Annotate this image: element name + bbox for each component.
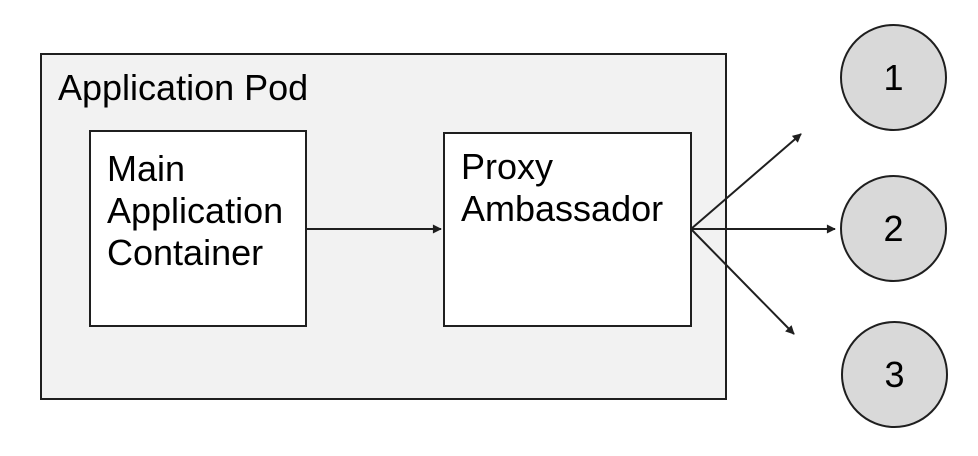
- node-main-application-container-label: Main Application Container: [107, 148, 284, 273]
- endpoint-circle-2: 2: [840, 175, 947, 282]
- application-pod-label: Application Pod: [58, 67, 309, 108]
- endpoint-3-label: 3: [884, 353, 905, 395]
- endpoint-circle-1: 1: [840, 24, 947, 131]
- endpoint-1-label: 1: [883, 56, 904, 98]
- node-proxy-ambassador-label: Proxy Ambassador: [461, 146, 664, 229]
- node-main-application-container: Main Application Container: [89, 130, 307, 327]
- endpoint-circle-3: 3: [841, 321, 948, 428]
- endpoint-2-label: 2: [883, 207, 904, 249]
- node-proxy-ambassador: Proxy Ambassador: [443, 132, 692, 327]
